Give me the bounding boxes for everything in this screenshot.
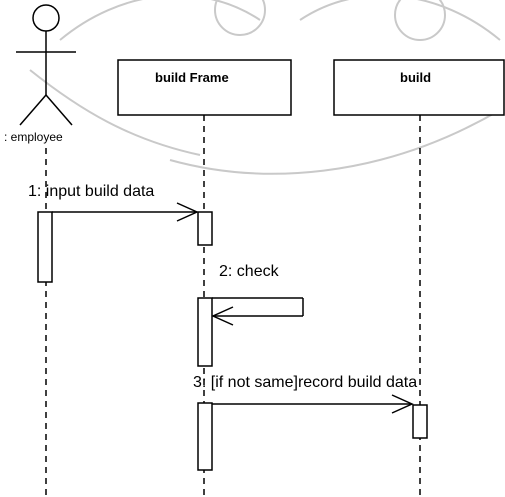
message-2-label: 2: check [219,263,280,280]
actor-label: : employee [4,130,63,144]
message-3-arrow [212,394,414,414]
message-1-label: 1: input build data [28,183,154,200]
actor-employee [16,4,76,126]
activation-build-frame-1 [197,211,213,246]
message-1-arrow [52,202,199,222]
message-3-label: 3: [if not same]record build data [193,374,417,391]
watermark [29,0,501,175]
object-build-frame-box [117,59,292,116]
activation-employee [37,211,53,283]
object-build-label: build [400,70,431,85]
actor-head [32,4,60,32]
object-build-frame-label: build Frame [155,70,229,85]
activation-build [412,404,428,439]
activation-build-frame-3 [197,402,213,471]
activation-build-frame-2 [197,297,213,367]
object-build-box [333,59,505,116]
message-2-arrow [211,297,304,326]
